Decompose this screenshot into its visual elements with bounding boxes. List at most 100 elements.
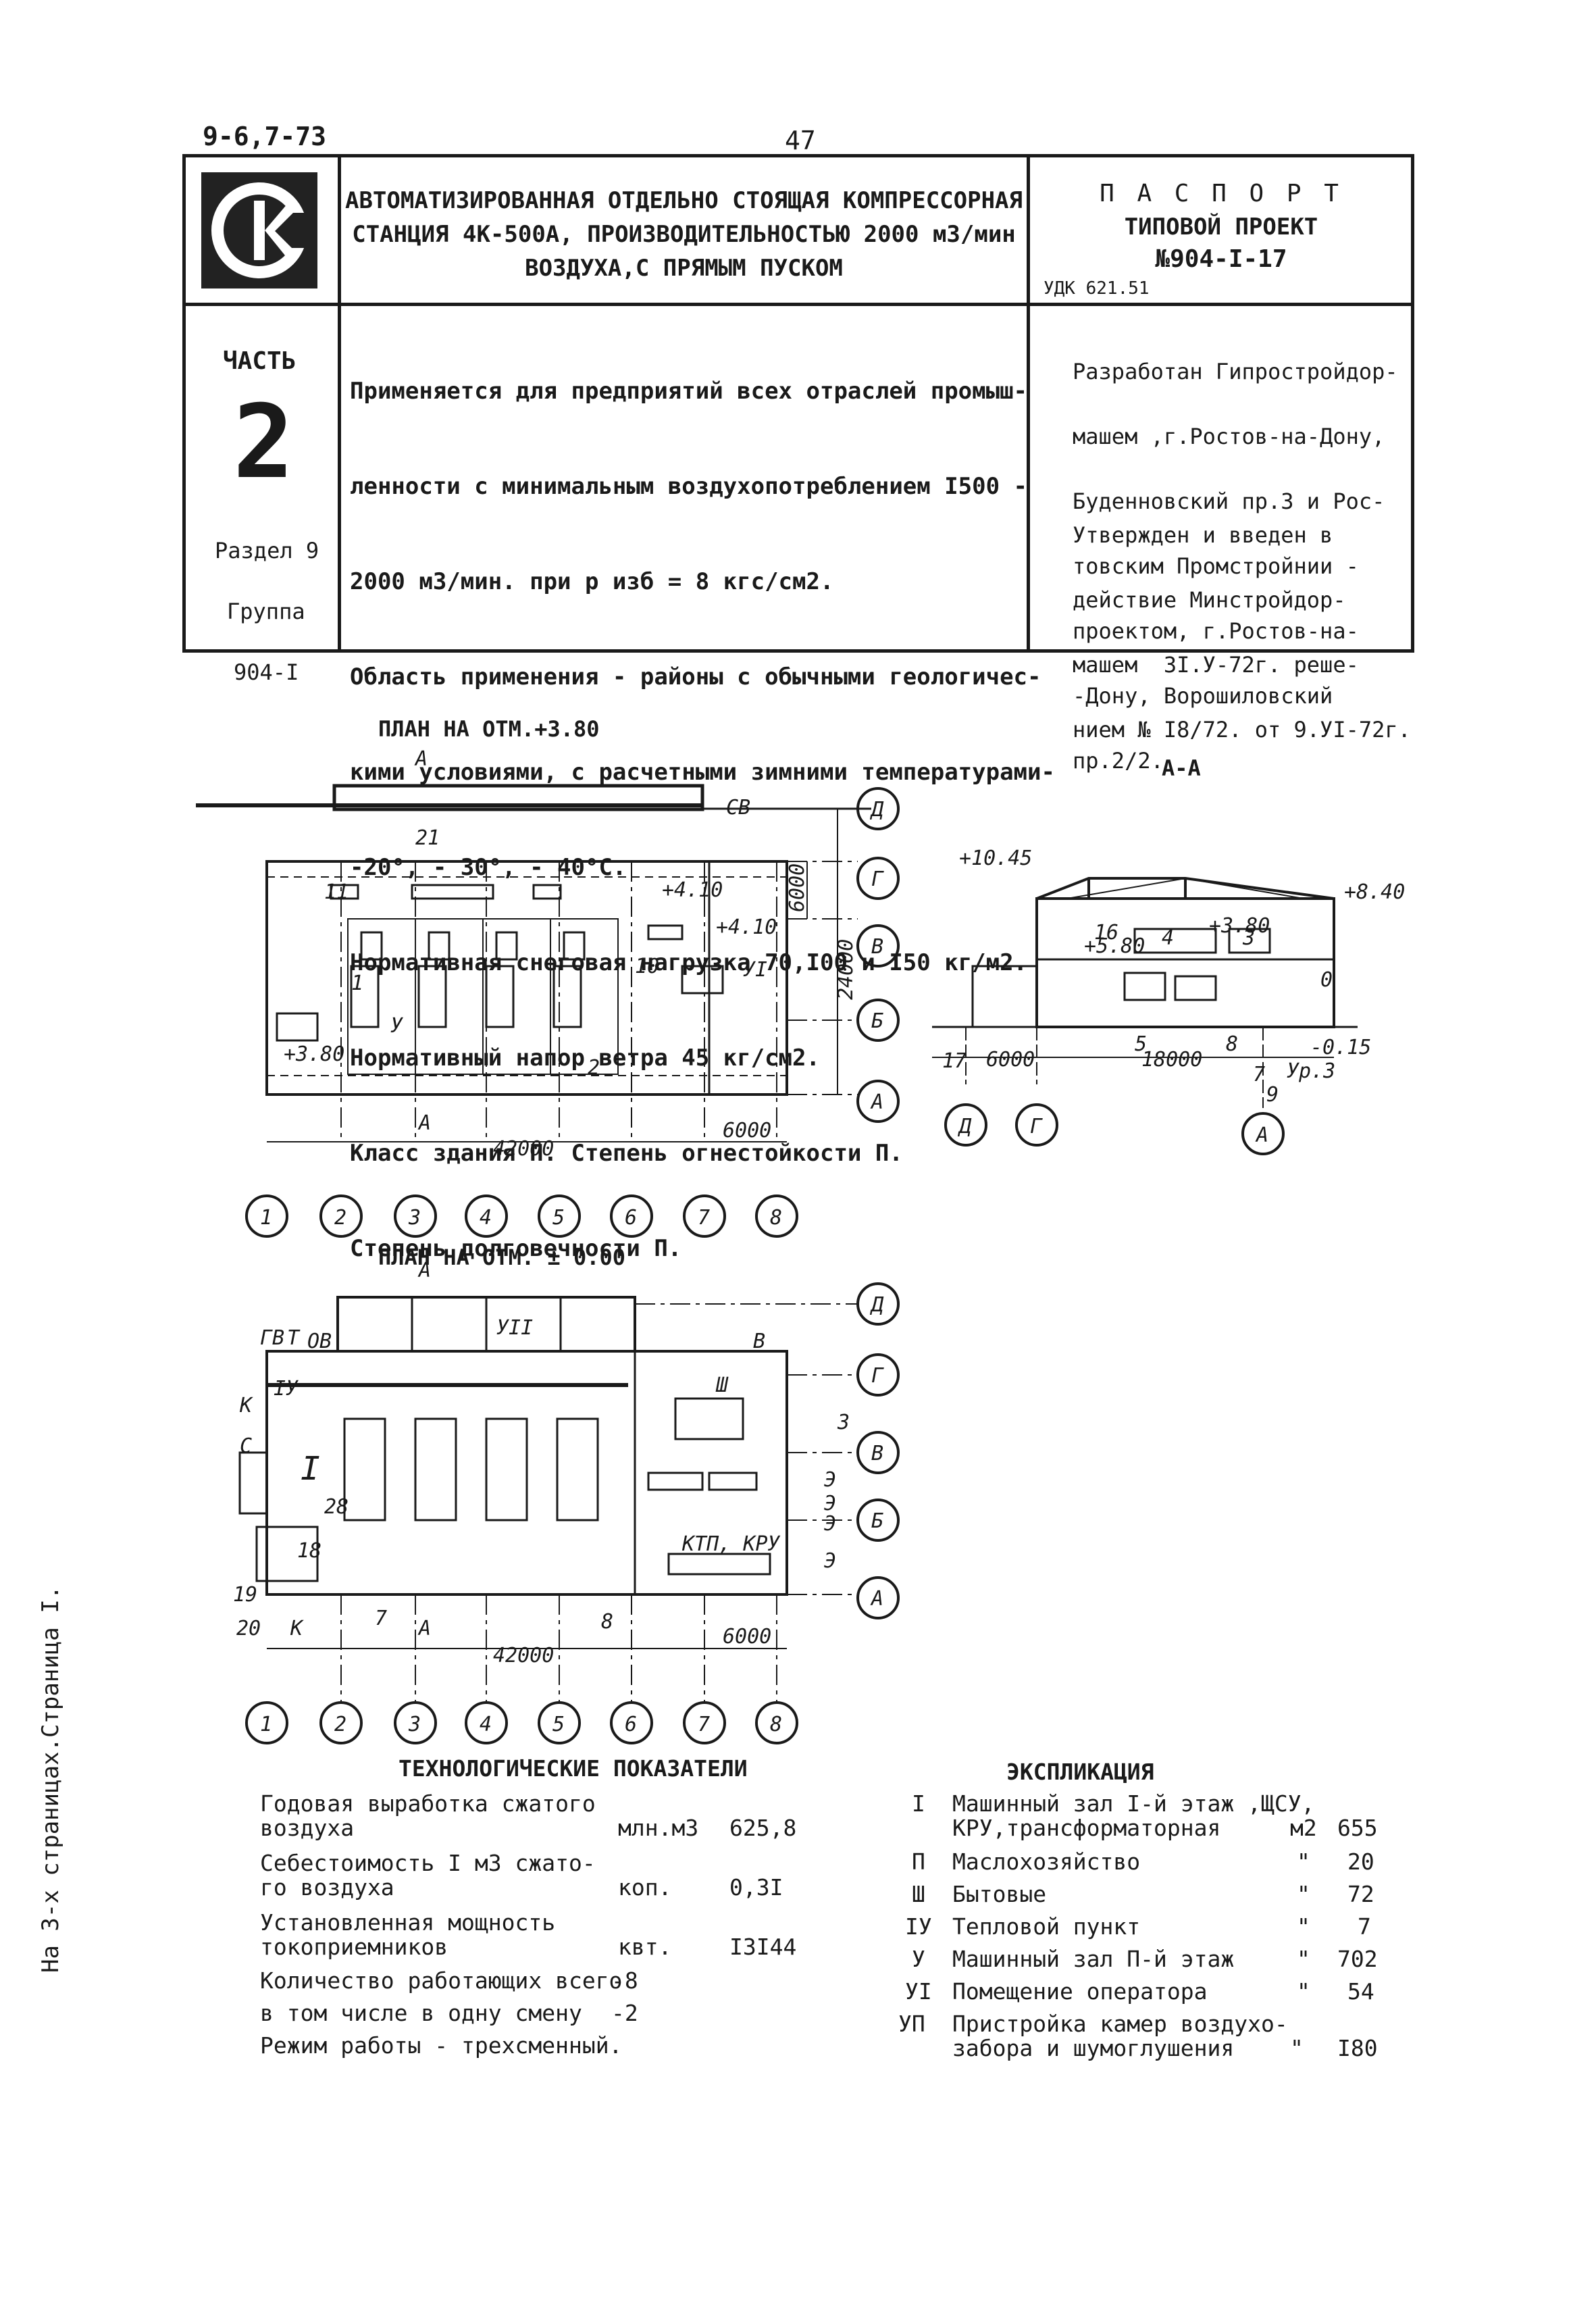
tech-row-value: I3I44	[729, 1934, 797, 1960]
axis-marker	[683, 1701, 726, 1744]
axis-number: 2	[334, 1713, 346, 1736]
expl-row-num: УП	[898, 2011, 925, 2037]
dimension-width: 24000	[834, 939, 858, 1000]
axis-marker	[755, 1701, 798, 1744]
plan-mark: К	[290, 1617, 304, 1640]
axis-number: 3	[408, 1206, 421, 1230]
group-number: 904-I	[234, 659, 299, 685]
plan-bottom-title: ПЛАН НА ОТМ. ± 0.00	[378, 1244, 626, 1270]
tech-indicators-title: ТЕХНОЛОГИЧЕСКИЕ ПОКАЗАТЕЛИ	[398, 1755, 748, 1782]
section-axis: А	[1255, 1124, 1268, 1147]
project-title-line: ВОЗДУХА,С ПРЯМЫМ ПУСКОМ	[525, 255, 843, 282]
part-number: 2	[233, 384, 294, 501]
passport-label: П А С П О Р Т	[1100, 180, 1343, 207]
axis-number: 5	[552, 1206, 565, 1230]
plan-mark: 2	[588, 1056, 600, 1080]
project-type-label: ТИПОВОЙ ПРОЕКТ	[1124, 213, 1318, 241]
expl-row-num: I	[912, 1790, 925, 1817]
developer-line: машем ,г.Ростов-на-Дону,	[1073, 424, 1385, 449]
approval-info: Утвержден и введен в действие Минстройдо…	[1073, 481, 1411, 762]
tech-row-unit: млн.м3	[618, 1815, 699, 1841]
section-mark: 16	[1094, 921, 1118, 945]
axis-letter: Б	[871, 1009, 883, 1033]
section-mark: 5	[1135, 1032, 1147, 1056]
explication-table: I Машинный зал I-й этаж ,ЩСУ, КРУ,трансф…	[898, 1792, 1412, 2076]
axis-marker	[1015, 1103, 1058, 1147]
axis-letter: Д	[869, 1293, 884, 1317]
plan-mark: +3.80	[284, 1042, 344, 1066]
group-label: Группа	[227, 599, 305, 624]
plan-mark: 3	[837, 1411, 850, 1434]
section-mark: +8.40	[1344, 880, 1405, 904]
section-mark: 17	[942, 1049, 967, 1073]
plan-mark: УII	[496, 1316, 533, 1340]
axis-number: 6	[625, 1206, 637, 1230]
tech-row-unit: квт.	[618, 1934, 672, 1960]
expl-row-unit: "	[1297, 1978, 1310, 2005]
expl-row-unit: "	[1297, 1881, 1310, 1907]
plan-mark: 28	[324, 1495, 349, 1519]
expl-row-name: Пристройка камер воздухо- забора и шумог…	[952, 2011, 1288, 2061]
description-line: Область применения - районы с обычными г…	[350, 663, 1041, 690]
axis-marker	[856, 924, 900, 967]
axis-number: 4	[480, 1206, 492, 1230]
margin-note: На 3-х страницах.Страница I.	[37, 1585, 64, 1973]
top-plan-outline	[265, 860, 788, 1096]
expl-row-name: Тепловой пункт	[952, 1913, 1141, 1940]
description-line: 2000 м3/мин. при р изб = 8 кгс/см2.	[350, 568, 834, 595]
axis-number: 3	[408, 1713, 421, 1736]
udk-code: УДК 621.51	[1044, 278, 1150, 299]
tech-row-unit: -8	[611, 1967, 638, 1994]
axis-marker	[856, 787, 900, 830]
tech-row-name: Количество работающих всего	[260, 1967, 623, 1994]
section-mark: 3	[1242, 926, 1255, 950]
tech-row-name: Себестоимость I м3 сжато- го воздуха	[260, 1850, 596, 1901]
axis-letter: А	[870, 1587, 883, 1611]
expl-row-unit: "	[1297, 1848, 1310, 1875]
cut-mark: А	[417, 1617, 431, 1640]
developer-line: проектом, г.Ростов-на-	[1073, 618, 1359, 644]
expl-row-name: Помещение оператора	[952, 1978, 1208, 2005]
axis-marker	[538, 1194, 581, 1238]
cut-mark: А	[414, 747, 428, 771]
axis-number: 4	[480, 1713, 492, 1736]
axis-letter: А	[870, 1090, 883, 1114]
tech-row-unit: коп.	[618, 1874, 672, 1901]
axis-letter: Д	[869, 798, 884, 822]
plan-mark: Ш	[715, 1374, 729, 1397]
section-label: Раздел 9	[215, 538, 319, 563]
axis-marker	[856, 1080, 900, 1123]
axis-marker	[394, 1194, 437, 1238]
axis-number: 6	[625, 1713, 637, 1736]
expl-row-unit: "	[1297, 1913, 1310, 1940]
description-line: ленности с минимальным воздухопотреблени…	[350, 473, 1028, 500]
axis-number: 8	[770, 1206, 782, 1230]
section-mark: 4	[1162, 926, 1174, 950]
expl-row-name: Машинный зал П-й этаж	[952, 1946, 1235, 1972]
axis-marker	[610, 1701, 653, 1744]
section-mark: Ур.3	[1287, 1059, 1335, 1083]
section-group: Раздел 9 Группа 904-I	[215, 500, 319, 703]
project-title-line: АВТОМАТИЗИРОВАННАЯ ОТДЕЛЬНО СТОЯЩАЯ КОМП…	[344, 187, 1023, 214]
section-mark: 0	[1320, 968, 1333, 992]
tech-row-name: в том числе в одну смену	[260, 2000, 582, 2026]
tech-row-value: 625,8	[729, 1815, 797, 1841]
axis-marker	[394, 1701, 437, 1744]
section-dimension: 18000	[1141, 1048, 1202, 1072]
axis-marker	[610, 1194, 653, 1238]
explication-title: ЭКСПЛИКАЦИЯ	[1006, 1759, 1154, 1785]
project-title: АВТОМАТИЗИРОВАННАЯ ОТДЕЛЬНО СТОЯЩАЯ КОМП…	[344, 184, 1023, 285]
passport-block: П А С П О Р Т ТИПОВОЙ ПРОЕКТ №904-I-17	[1032, 177, 1410, 276]
section-axis: Д	[957, 1115, 972, 1138]
description-line: Применяется для предприятий всех отрасле…	[350, 378, 1028, 405]
developer-line: пр.2/2.	[1073, 748, 1164, 774]
expl-row-num: УI	[905, 1978, 932, 2005]
frame-divider-right	[1027, 154, 1030, 653]
section-mark: -0.15	[1310, 1036, 1371, 1059]
axis-marker	[245, 1701, 288, 1744]
axis-letter: В	[871, 1442, 883, 1465]
axis-number: 5	[552, 1713, 565, 1736]
plan-mark: У	[390, 1014, 404, 1038]
passport-header-frame	[182, 154, 1414, 653]
expl-row-value: 655	[1337, 1815, 1378, 1841]
